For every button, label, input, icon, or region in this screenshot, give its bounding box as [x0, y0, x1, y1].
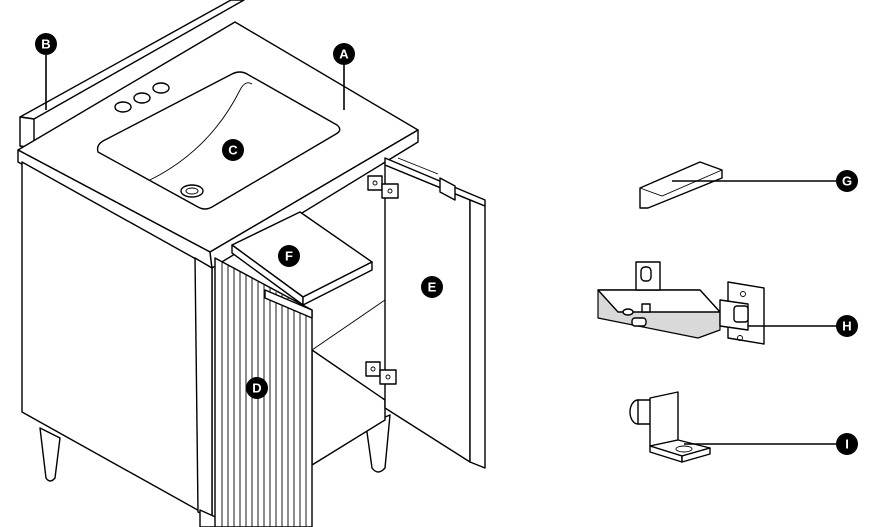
door-flutes [221, 262, 307, 527]
label-i: I [845, 437, 849, 452]
label-d: D [252, 381, 261, 396]
shelf-support-pin-icon [629, 391, 836, 463]
backsplash [19, 0, 245, 149]
callout-d: D [246, 377, 268, 399]
callout-i: I [836, 433, 858, 455]
callout-g: G [836, 170, 858, 192]
open-door [384, 157, 486, 469]
label-g: G [842, 174, 852, 189]
label-a: A [339, 47, 349, 62]
callout-c: C [222, 139, 244, 161]
label-e: E [428, 280, 437, 295]
door-bumper-icon [639, 161, 836, 209]
cabinet-shelf [231, 211, 373, 306]
door-hinges [365, 175, 399, 385]
label-b: B [41, 37, 50, 52]
callout-b: B [35, 33, 57, 110]
label-c: C [228, 143, 238, 158]
callout-a: A [333, 43, 355, 110]
callout-e: E [421, 276, 443, 298]
callout-f: F [278, 245, 300, 267]
label-h: H [842, 319, 851, 334]
label-f: F [285, 249, 293, 264]
callout-h: H [836, 315, 858, 337]
sink-basin [96, 71, 341, 210]
faucet-holes [114, 82, 170, 113]
cabinet-side-panel [21, 161, 213, 519]
concealed-hinge-icon [597, 261, 836, 345]
vanity-cabinet-drawing [17, 0, 486, 527]
